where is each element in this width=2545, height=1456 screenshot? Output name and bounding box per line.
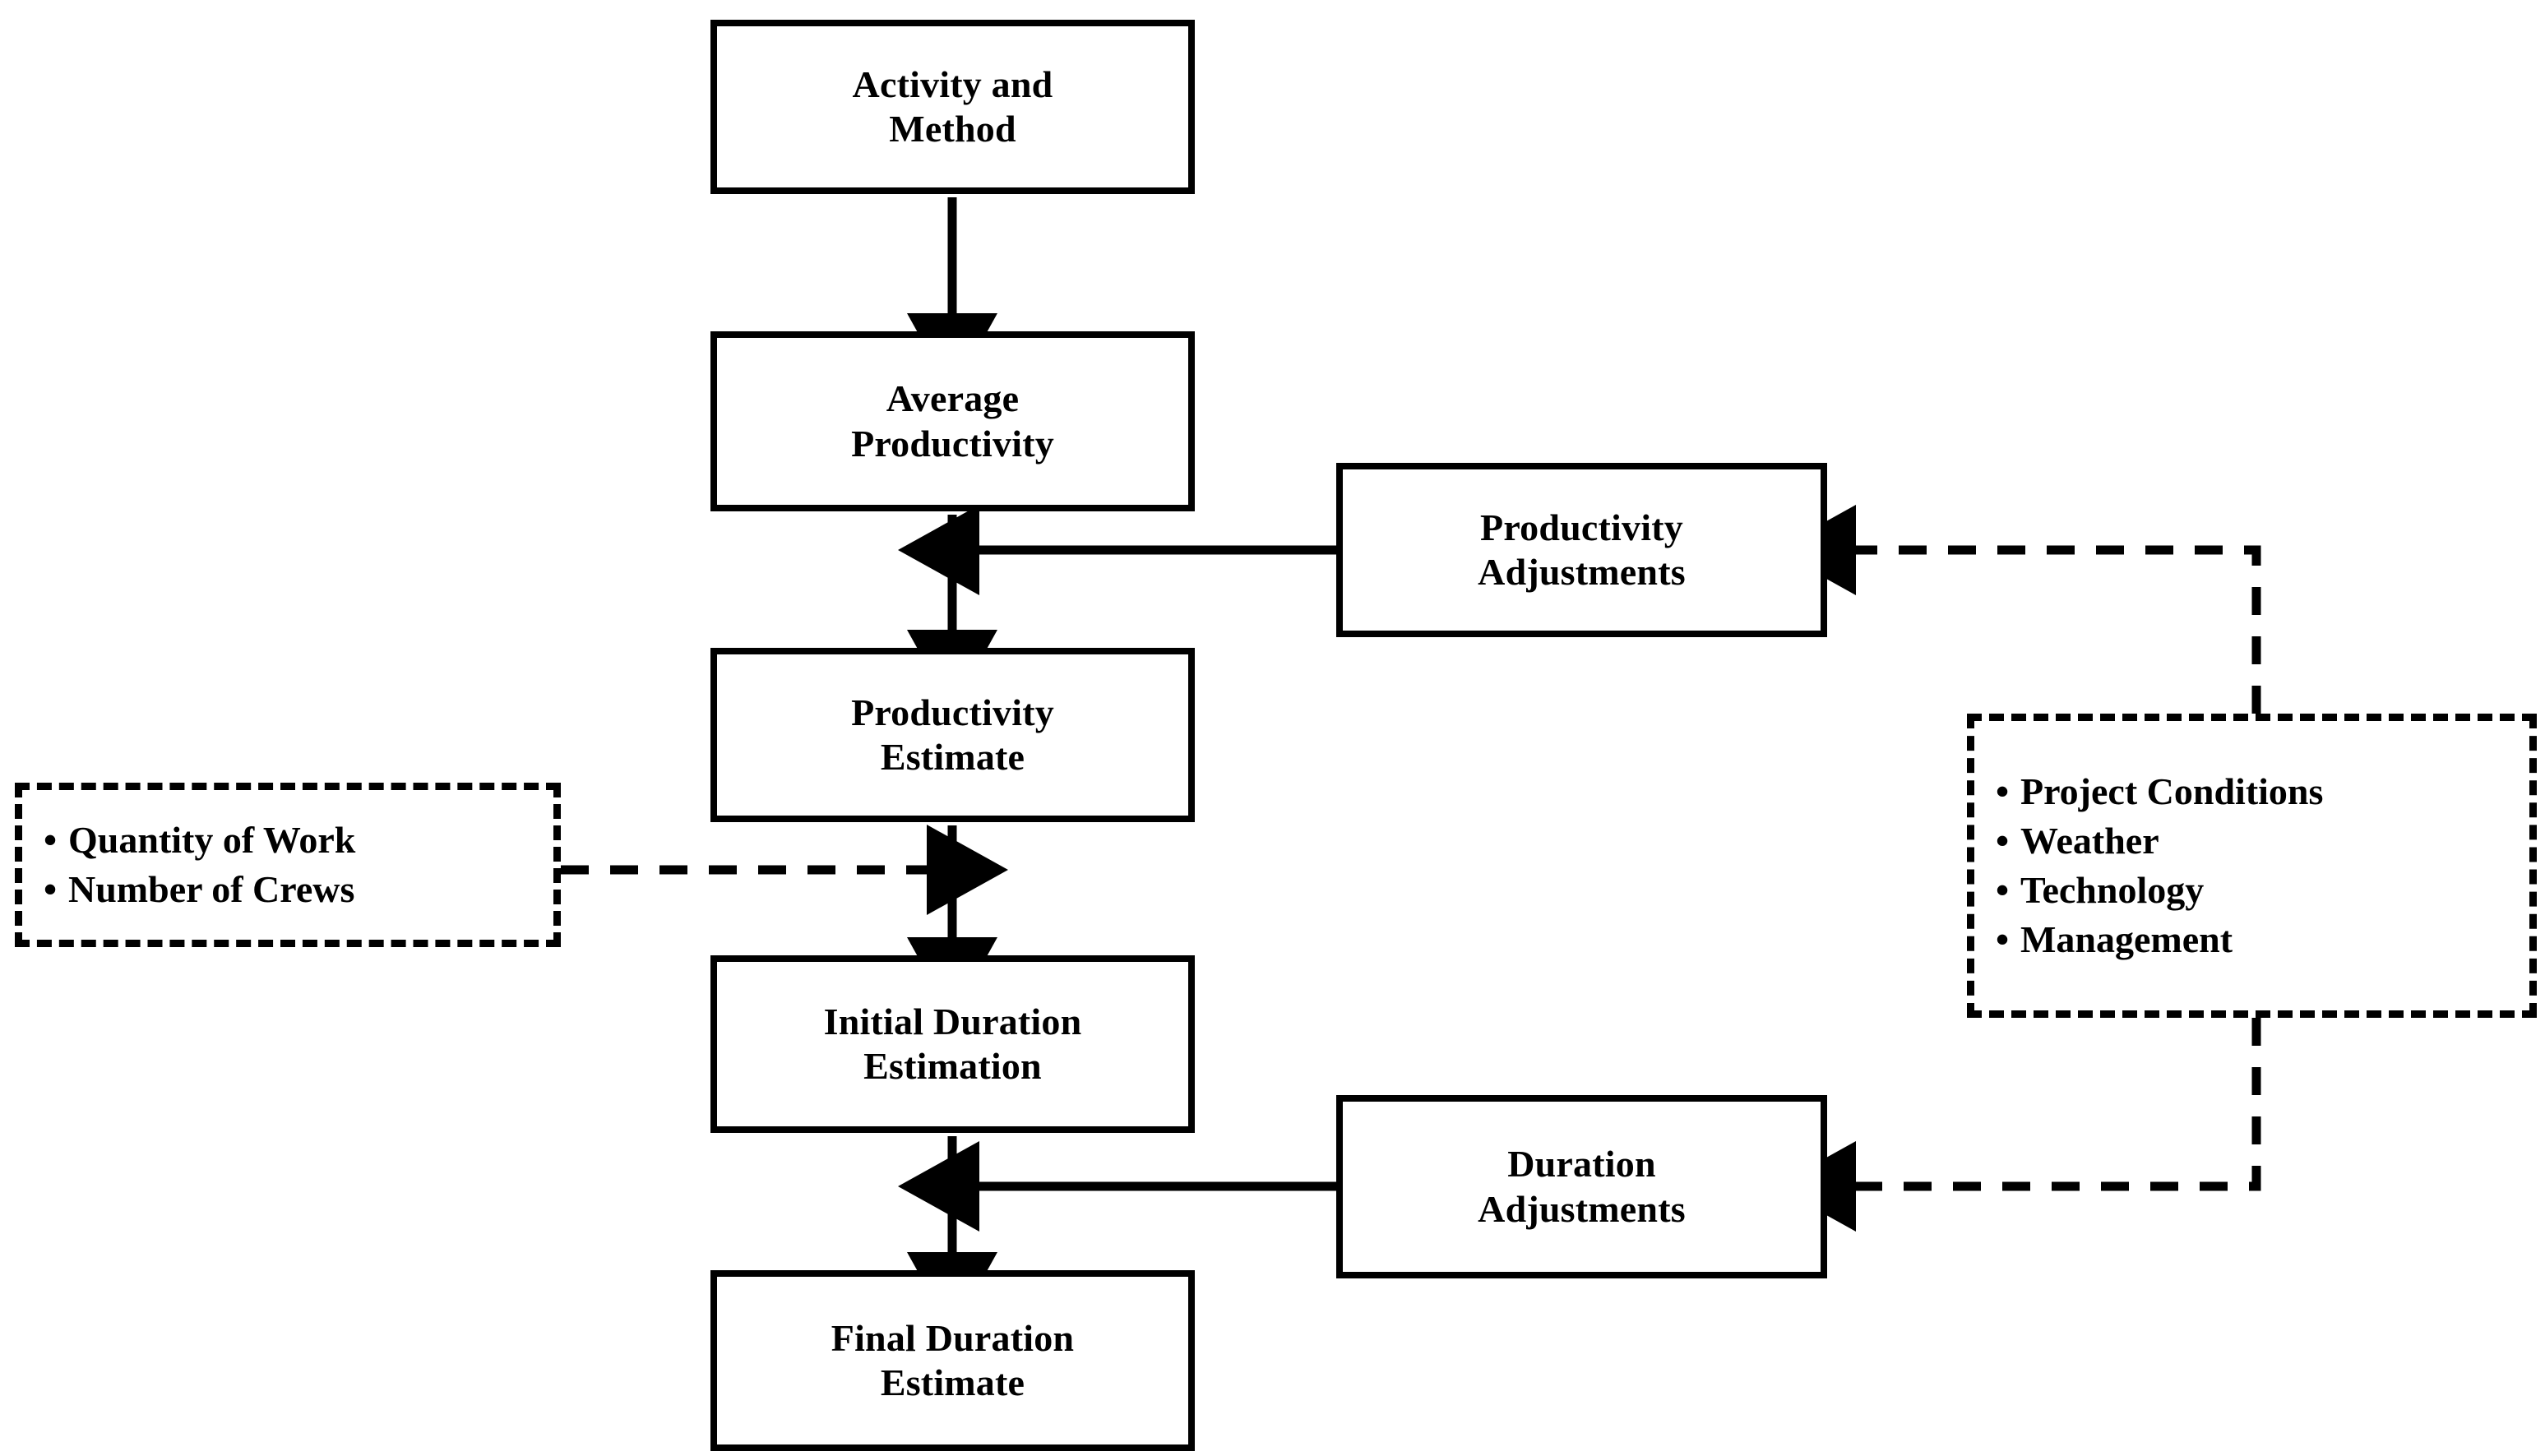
node-duration-adjustments[interactable]: Duration Adjustments <box>1336 1095 1827 1278</box>
list-item: •Project Conditions <box>1974 767 2529 816</box>
node-activity-and-method-label: Activity and Method <box>852 62 1053 150</box>
node-final-duration-estimate[interactable]: Final Duration Estimate <box>710 1270 1195 1451</box>
list-item: •Management <box>1974 915 2529 964</box>
node-productivity-adjustments-label: Productivity Adjustments <box>1478 506 1686 593</box>
list-item: •Number of Crews <box>22 865 553 914</box>
node-initial-duration-estimation-label: Initial Duration Estimation <box>823 1000 1082 1087</box>
list-item: •Technology <box>1974 866 2529 915</box>
node-productivity-estimate[interactable]: Productivity Estimate <box>710 648 1195 822</box>
work-input-label: Quantity of Work <box>68 819 356 861</box>
node-work-inputs[interactable]: •Quantity of Work •Number of Crews <box>15 783 561 947</box>
edge-factors-to-productivity-adjustments <box>1775 505 2261 714</box>
node-average-productivity[interactable]: Average Productivity <box>710 331 1195 511</box>
work-input-label: Number of Crews <box>68 868 355 910</box>
node-productivity-estimate-label: Productivity Estimate <box>851 691 1054 778</box>
factor-label: Weather <box>2020 820 2159 862</box>
node-initial-duration-estimation[interactable]: Initial Duration Estimation <box>710 955 1195 1133</box>
node-activity-and-method[interactable]: Activity and Method <box>710 20 1195 194</box>
node-final-duration-estimate-label: Final Duration Estimate <box>831 1316 1075 1403</box>
list-item: •Quantity of Work <box>22 816 553 865</box>
node-duration-adjustments-label: Duration Adjustments <box>1478 1143 1686 1230</box>
list-item: •Weather <box>1974 816 2529 866</box>
bullet-icon: • <box>1996 918 2010 960</box>
factor-label: Technology <box>2020 869 2205 911</box>
factor-label: Management <box>2020 918 2233 960</box>
node-productivity-adjustments[interactable]: Productivity Adjustments <box>1336 463 1827 637</box>
node-average-productivity-label: Average Productivity <box>851 377 1054 465</box>
node-influencing-factors[interactable]: •Project Conditions •Weather •Technology… <box>1967 714 2537 1018</box>
edge-factors-to-duration-adjustments <box>1775 1018 2261 1232</box>
bullet-icon: • <box>44 819 58 861</box>
bullet-icon: • <box>1996 820 2010 862</box>
factor-label: Project Conditions <box>2020 770 2324 812</box>
bullet-icon: • <box>44 868 58 910</box>
bullet-icon: • <box>1996 869 2010 911</box>
bullet-icon: • <box>1996 770 2010 812</box>
